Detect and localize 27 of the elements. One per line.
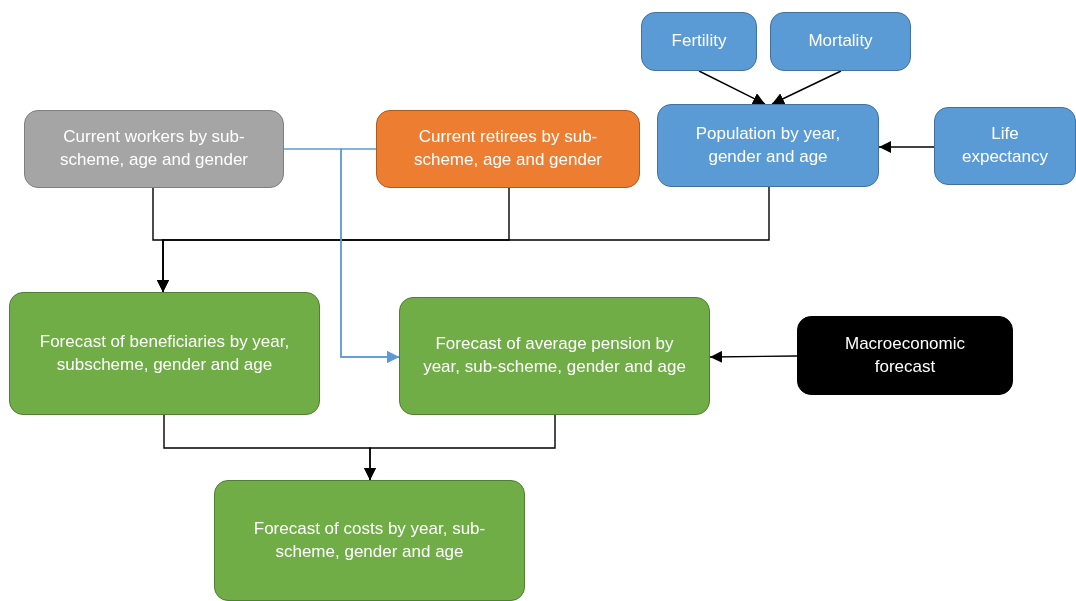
box-label: Macroeconomic forecast xyxy=(844,332,966,378)
arrow xyxy=(771,70,842,105)
box-label: Forecast of average pension by year, sub-scheme, gender and age xyxy=(422,333,687,378)
process-box xyxy=(770,12,911,71)
arrow xyxy=(698,70,766,105)
process-box xyxy=(797,316,1013,395)
box-label: Forecast of beneficiaries by year, subscheme, gender and age xyxy=(38,330,291,376)
box-label: Fertility xyxy=(671,30,727,53)
box-label: Population by year, gender and age xyxy=(694,122,842,168)
arrow xyxy=(709,350,798,363)
process-box xyxy=(657,104,879,187)
box-label: Mortality xyxy=(808,30,873,53)
process-box xyxy=(934,107,1076,185)
arrow xyxy=(157,186,770,293)
process-box xyxy=(376,110,640,188)
arrow xyxy=(878,141,935,153)
box-label: Life expectancy xyxy=(961,123,1049,168)
box-label: Current retirees by sub-scheme, age and gender xyxy=(412,126,604,171)
box-label: Current workers by sub-scheme, age and gender xyxy=(58,126,250,171)
process-box xyxy=(641,12,757,71)
arrow xyxy=(340,148,400,363)
process-box xyxy=(24,110,284,188)
process-box xyxy=(214,480,525,601)
box-label: Forecast of costs by year, sub-scheme, gender and age xyxy=(252,517,487,563)
process-box xyxy=(9,292,320,415)
process-box xyxy=(399,297,710,415)
arrow xyxy=(364,414,556,481)
